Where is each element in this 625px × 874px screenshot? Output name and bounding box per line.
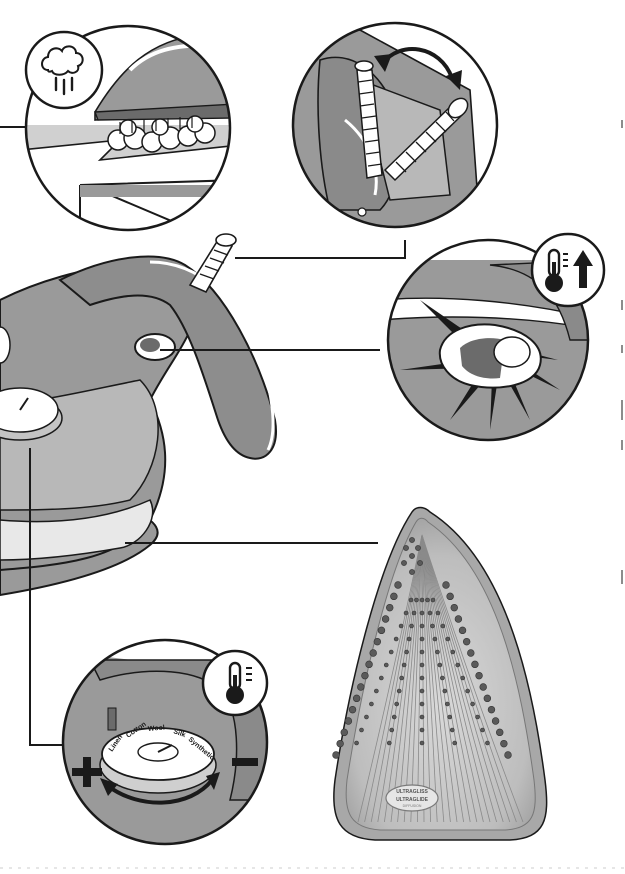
steam-icon	[26, 32, 102, 108]
thermometer-rising-icon	[532, 234, 604, 306]
soleplate-badge: ULTRAGLISS ULTRAGLIDE DIFFUSION	[386, 785, 438, 811]
minus-sign-icon	[232, 758, 258, 766]
steam-detail	[20, 26, 240, 250]
soleplate: ULTRAGLISS ULTRAGLIDE DIFFUSION	[333, 508, 547, 841]
temperature-dial-detail: Linen Cotton Wool Silk Synthetic	[60, 640, 280, 860]
badge-line-1: ULTRAGLISS	[396, 789, 428, 795]
badge-line-2: ULTRAGLIDE	[396, 797, 429, 803]
thermostat-light-detail	[380, 234, 604, 440]
main-iron	[0, 234, 276, 595]
thermometer-icon	[203, 651, 267, 715]
anti-calc-rod	[190, 234, 236, 292]
badge-line-3: DIFFUSION	[403, 804, 422, 808]
rod-detail	[290, 23, 497, 230]
dial-label-wool: Wool	[148, 725, 166, 733]
